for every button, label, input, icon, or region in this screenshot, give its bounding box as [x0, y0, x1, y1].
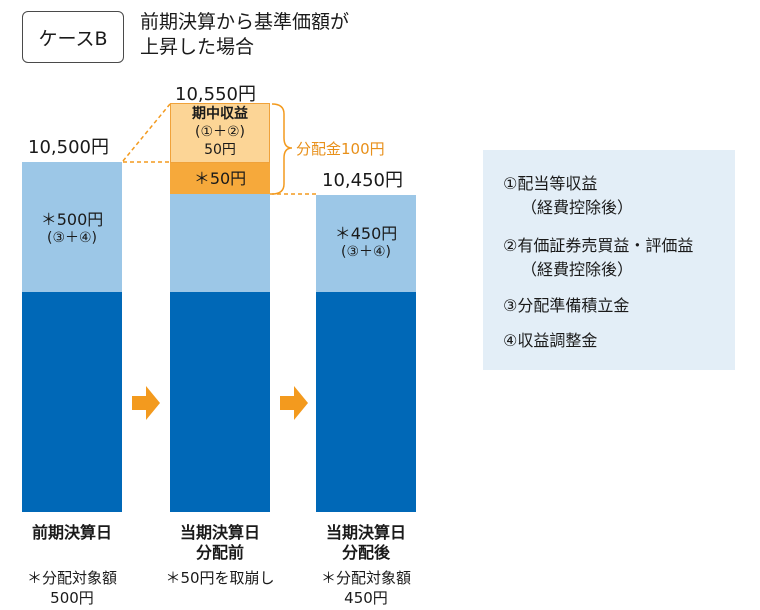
brace-icon — [271, 103, 293, 195]
col3-light-label: ＊450円 (③＋④) — [316, 224, 416, 262]
col1-sub: (③＋④) — [46, 230, 98, 246]
col2-box-line3: 50円 — [204, 142, 236, 158]
col2-box-line1: 期中収益 — [192, 106, 248, 122]
col3-note-line1: ＊分配対象額 — [320, 569, 411, 587]
col3-name-line2: 分配後 — [341, 543, 390, 562]
legend-item-2-sub: （経費控除後） — [521, 260, 634, 279]
col2-income-label: 期中収益 (①＋②) 50円 — [170, 105, 270, 159]
col1-note-line1: ＊分配対象額 — [26, 569, 117, 587]
col1-light-bar — [22, 162, 122, 292]
col1-amount: ＊500円 — [40, 210, 104, 229]
col2-top-value: 10,550円 — [175, 84, 256, 105]
col2-income-box — [170, 103, 270, 163]
col3-light-bar — [316, 195, 416, 292]
col1-dark-bar — [22, 292, 122, 512]
col3-amount: ＊450円 — [334, 224, 398, 243]
title-line-2: 上昇した場合 — [140, 36, 255, 58]
col2-name-line1: 当期決算日 — [179, 523, 260, 542]
legend-item-2: ②有価証券売買益・評価益 — [503, 236, 694, 255]
arrow-right-icon — [280, 386, 308, 420]
col3-name-line1: 当期決算日 — [325, 523, 406, 542]
col1-name-line1: 前期決算日 — [31, 523, 112, 542]
legend-box: ①配当等収益 （経費控除後） ②有価証券売買益・評価益 （経費控除後） ③分配準… — [483, 150, 735, 370]
page-title: 前期決算から基準価額が 上昇した場合 — [140, 10, 349, 60]
legend-item-4: ④収益調整金 — [503, 331, 598, 350]
col2-note-line1: ＊50円を取崩し — [165, 569, 275, 587]
brace-label: 分配金100円 — [296, 140, 385, 158]
case-label: ケースB — [22, 11, 124, 63]
col3-top-value: 10,450円 — [322, 170, 403, 191]
col2-name: 当期決算日 分配前 — [160, 523, 280, 563]
col3-sub: (③＋④) — [340, 244, 392, 260]
legend-item-1-sub: （経費控除後） — [521, 198, 634, 217]
col2-note: ＊50円を取崩し — [155, 568, 285, 588]
col1-note: ＊分配対象額 500円 — [12, 568, 132, 608]
col3-dark-bar — [316, 292, 416, 512]
legend-item-3: ③分配準備積立金 — [503, 296, 630, 315]
col2-box-line2: (①＋②) — [194, 124, 246, 140]
col2-name-line2: 分配前 — [195, 543, 244, 562]
col3-note-line2: 450円 — [344, 589, 388, 607]
col1-light-label: ＊500円 (③＋④) — [22, 210, 122, 248]
title-line-1: 前期決算から基準価額が — [140, 11, 350, 33]
col2-dark-bar — [170, 292, 270, 512]
col1-top-value: 10,500円 — [28, 137, 109, 158]
legend-item-1: ①配当等収益 — [503, 174, 598, 193]
col1-note-line2: 500円 — [50, 589, 94, 607]
col3-note: ＊分配対象額 450円 — [306, 568, 426, 608]
arrow-right-icon — [132, 386, 160, 420]
col1-name: 前期決算日 — [12, 523, 132, 543]
col2-light-bar — [170, 194, 270, 292]
col2-orange-label: ＊50円 — [193, 169, 247, 188]
dashed-connector-diagonal — [122, 103, 171, 162]
col3-name: 当期決算日 分配後 — [306, 523, 426, 563]
col2-orange-bar — [170, 163, 270, 194]
